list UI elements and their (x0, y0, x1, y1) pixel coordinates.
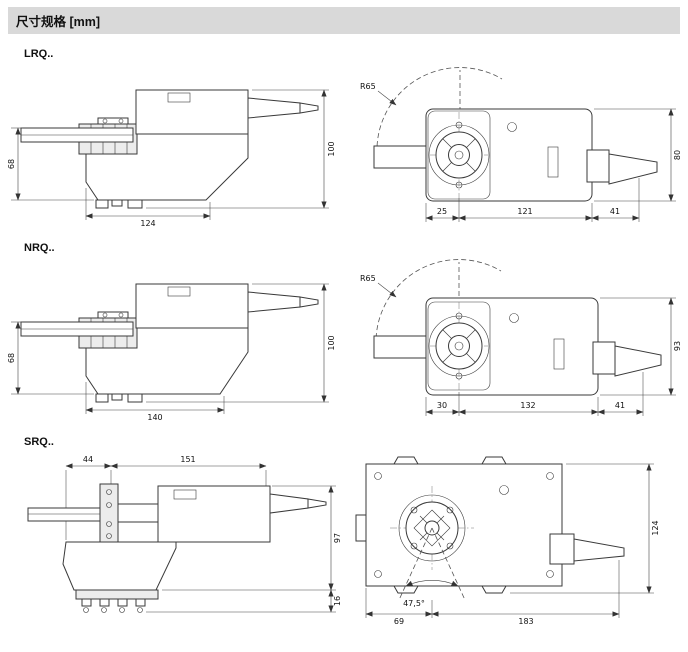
dim-label-30: 30 (437, 401, 447, 410)
srq-top-view-drawing: 47,5° 124 69 183 (355, 456, 660, 626)
motor-housing (135, 283, 249, 329)
section-label-lrq: LRQ.. (24, 48, 54, 60)
angle-label: 47,5° (403, 599, 425, 608)
cable (614, 345, 662, 377)
dim-label-124: 124 (651, 520, 660, 535)
dim-label-121: 121 (517, 207, 532, 216)
lrq-dim-80: 80 (594, 108, 682, 202)
drive-shaft (269, 493, 309, 514)
drive-shaft (373, 335, 427, 359)
dim-label-68: 68 (7, 353, 16, 363)
actuator-body (365, 463, 563, 587)
lrq-dim-68: 68 (7, 127, 94, 201)
dim-label-140: 140 (147, 413, 162, 422)
drive-shaft (247, 291, 301, 313)
nrq-dim-93: 93 (600, 297, 682, 396)
clamp-outer-circle (428, 315, 490, 377)
srq-top-actuator (355, 456, 625, 594)
clamp-outer-circle (398, 494, 466, 562)
dim-label-44: 44 (83, 455, 93, 464)
rotation-arc: R65 (360, 67, 503, 155)
srq-dim-124: 124 (510, 463, 660, 594)
dim-label-41: 41 (610, 207, 620, 216)
nrq-dim-bottom: 30 132 41 (425, 372, 644, 416)
dim-label-132: 132 (520, 401, 535, 410)
radius-label: R65 (360, 274, 376, 283)
dim-label-124: 124 (140, 219, 155, 228)
motor-housing (157, 485, 271, 543)
radius-label: R65 (360, 82, 376, 91)
lrq-side-actuator (20, 89, 319, 209)
cable (573, 538, 625, 562)
dim-label-183: 183 (518, 617, 533, 626)
lrq-dim-124: 124 (85, 188, 211, 228)
lrq-top-actuator (373, 108, 658, 202)
srq-side-view-drawing: 44 151 (27, 455, 342, 613)
nrq-dim-100: 100 (146, 283, 336, 403)
cable-connector (586, 149, 610, 183)
lrq-drawings-row: 68 124 100 (0, 62, 688, 228)
dim-label-100: 100 (327, 335, 336, 350)
srq-dim-97: 97 (162, 485, 342, 591)
nrq-top-actuator (373, 297, 662, 396)
dim-label-16: 16 (333, 596, 342, 606)
lrq-dim-100: 100 (146, 89, 336, 209)
srq-angle: 47,5° (398, 527, 466, 608)
page-title-bar: 尺寸规格 [mm] (8, 7, 680, 34)
dim-label-41: 41 (615, 401, 625, 410)
clamp-flange (99, 483, 119, 543)
dim-label-93: 93 (673, 341, 682, 351)
nrq-top-view-drawing: R65 (360, 259, 682, 416)
dim-label-80: 80 (673, 150, 682, 160)
nrq-drawings-row: 68 140 100 (0, 256, 688, 422)
nrq-dim-140: 140 (85, 382, 225, 422)
cable (608, 153, 658, 185)
motor-housing (135, 89, 249, 135)
srq-side-actuator (27, 483, 327, 613)
dim-label-97: 97 (333, 533, 342, 543)
damper-blade-arm (27, 507, 101, 522)
drive-shaft (247, 97, 301, 119)
dim-label-69: 69 (394, 617, 404, 626)
section-srq: SRQ.. 44 151 (0, 436, 688, 628)
lrq-top-view-drawing: R65 (360, 67, 682, 222)
lrq-dim-bottom: 25 121 41 (425, 178, 640, 222)
section-nrq: NRQ.. (0, 242, 688, 422)
cable-connector (592, 341, 616, 375)
clamp-outer-circle (428, 124, 490, 186)
nrq-side-actuator (20, 283, 319, 403)
page-title: 尺寸规格 [mm] (16, 15, 101, 29)
dim-label-25: 25 (437, 207, 447, 216)
section-label-srq: SRQ.. (24, 436, 54, 448)
section-lrq: LRQ.. (0, 48, 688, 228)
dim-label-68: 68 (7, 159, 16, 169)
dim-label-100: 100 (327, 141, 336, 156)
srq-dim-16: 16 (146, 589, 342, 613)
rotation-arc: R65 (360, 259, 502, 347)
srq-dim-bottom: 69 183 (365, 560, 620, 626)
lrq-side-view-drawing: 68 124 100 (7, 89, 336, 228)
srq-drawings-row: 44 151 (0, 450, 688, 628)
dim-label-151: 151 (180, 455, 195, 464)
section-label-nrq: NRQ.. (24, 242, 55, 254)
drive-shaft (373, 145, 427, 169)
nrq-side-view-drawing: 68 140 100 (7, 283, 336, 422)
cable-connector (549, 533, 575, 565)
nrq-dim-68: 68 (7, 321, 94, 395)
